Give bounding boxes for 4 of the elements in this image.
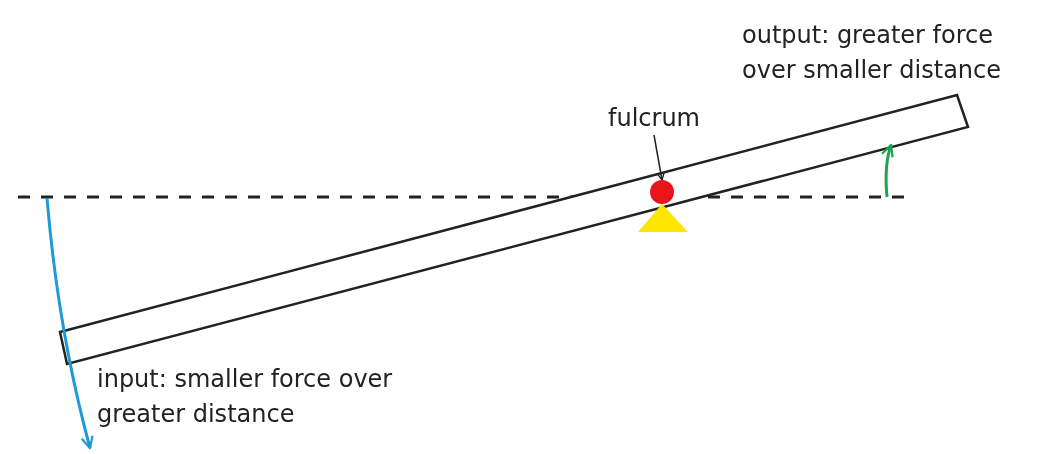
annotation-text: input: smaller force over greater distance [97, 364, 394, 430]
part-label: fulcrum [608, 103, 700, 133]
annotation-text: output: greater force over smaller distance [742, 20, 1003, 86]
leader-line [653, 134, 665, 181]
